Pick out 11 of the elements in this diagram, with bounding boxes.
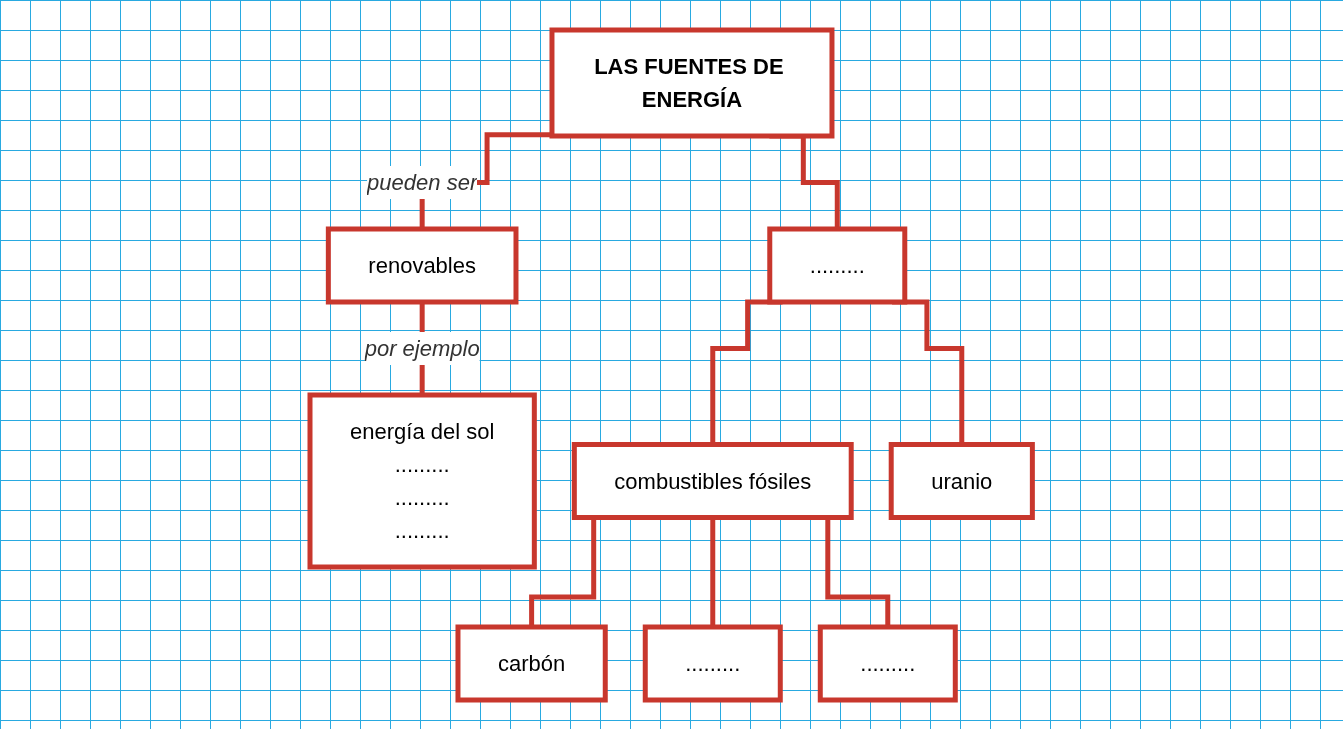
node-box: ......... [643, 624, 784, 702]
node-box: combustibles fósiles [572, 441, 854, 520]
edge-label: pueden ser [367, 169, 478, 195]
node-box: uranio [889, 441, 1036, 520]
node-box: carbón [455, 624, 609, 702]
node-box: renovables [326, 226, 519, 304]
node-box: ......... [818, 624, 959, 702]
node-box: energía del sol ......... ......... ......... [307, 392, 538, 569]
edge-label: por ejemplo [365, 335, 480, 361]
node-box: ......... [767, 226, 908, 304]
node-box: LAS FUENTES DE ENERGÍA [549, 27, 835, 138]
